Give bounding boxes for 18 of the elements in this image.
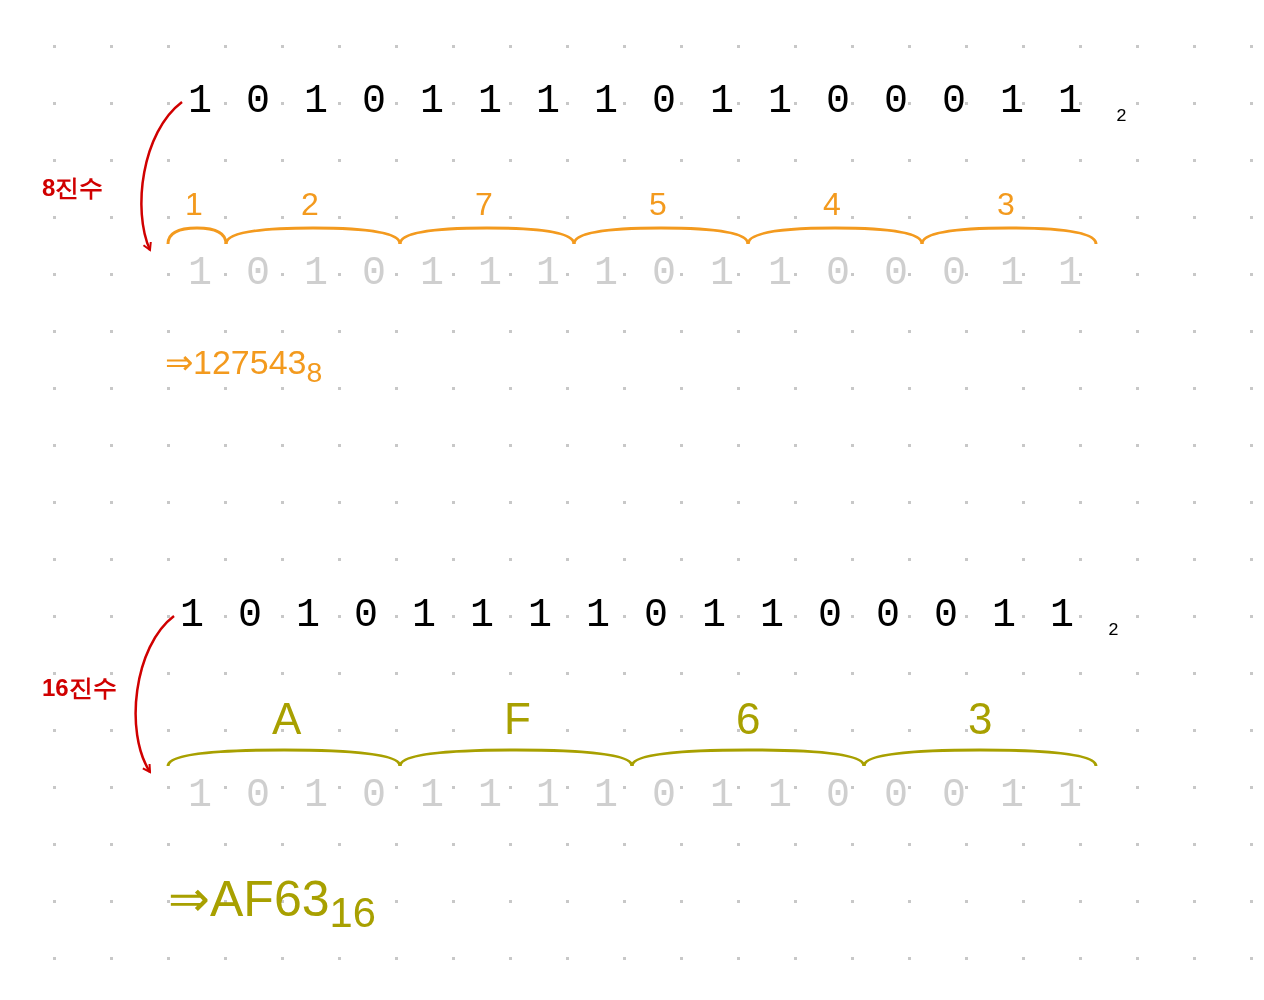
- edge-label: 16진수: [42, 673, 117, 703]
- edge-label: 8진수: [42, 173, 104, 203]
- group-digit: 4: [823, 186, 841, 223]
- group-digit: 7: [475, 186, 493, 223]
- group-digit: 3: [997, 186, 1015, 223]
- group-digit: A: [272, 694, 302, 744]
- result-number: ⇒AF63$_{16}$: [168, 870, 376, 937]
- binary-number: 1010111101100011$_{2}$: [188, 78, 1127, 140]
- result-number: ⇒127543$_{8}$: [165, 342, 323, 389]
- group-digit: 2: [301, 186, 319, 223]
- curved-arrow: [140, 101, 183, 251]
- group-digit: 3: [968, 694, 993, 744]
- binary-number: 1010111101100011$_{2}$: [180, 592, 1119, 654]
- group-digit: F: [504, 694, 531, 744]
- group-digit: 1: [185, 186, 203, 223]
- group-digit: 5: [649, 186, 667, 223]
- curved-arrow: [134, 615, 175, 773]
- group-digit: 6: [736, 694, 761, 744]
